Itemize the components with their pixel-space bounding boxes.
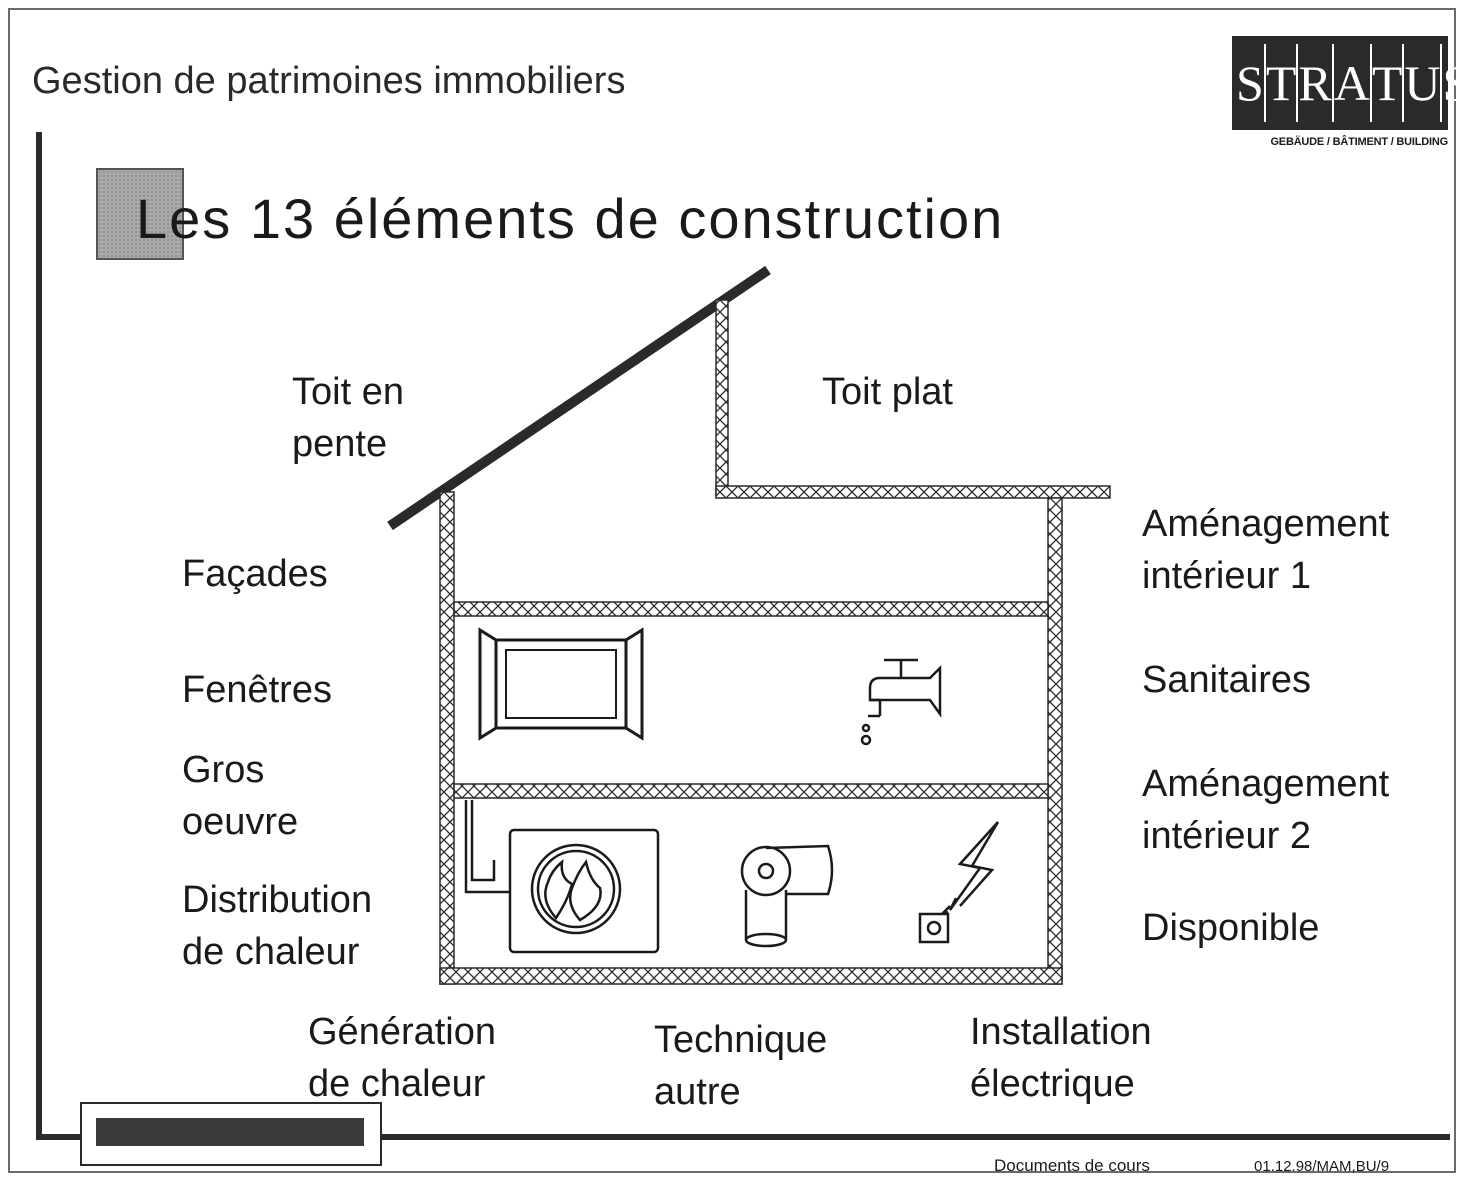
logo-letter: S xyxy=(1440,44,1466,122)
label-facades: Façades xyxy=(182,553,328,595)
footer-reference: 01.12.98/MAM,BU/9 xyxy=(1254,1158,1390,1175)
label-gros-oeuvre: Gros oeuvre xyxy=(182,749,299,843)
label-amenagement-interieur-2: Aménagement intérieur 2 xyxy=(1142,763,1390,857)
footer-documents-label: Documents de cours xyxy=(994,1156,1150,1175)
label-distribution-de-chaleur: Distribution de chaleur xyxy=(182,879,373,973)
page-frame xyxy=(8,8,1456,1173)
title-bullet-square xyxy=(96,168,184,260)
faucet-icon xyxy=(860,658,942,746)
stratus-logo: S T R A T U S GEBÄUDE / BÂTIMENT / BUILD… xyxy=(1232,36,1466,148)
logo-letter: A xyxy=(1331,44,1370,122)
window-icon xyxy=(478,627,644,741)
right-wall xyxy=(1047,497,1063,985)
upper-wall xyxy=(715,299,729,497)
logo-letter: R xyxy=(1296,44,1332,122)
floor-1 xyxy=(453,601,1049,617)
footer-box xyxy=(80,1102,382,1166)
label-toit-plat: Toit plat xyxy=(822,371,953,413)
footer-dark-bar xyxy=(96,1118,364,1146)
pipe-elbow-icon xyxy=(740,844,834,948)
floor-2 xyxy=(453,783,1049,799)
flame-boiler-icon xyxy=(464,800,660,954)
flat-roof xyxy=(715,485,1111,499)
label-fenetres: Fenêtres xyxy=(182,669,332,711)
label-sanitaires: Sanitaires xyxy=(1142,659,1311,701)
left-vertical-rule xyxy=(36,132,42,1140)
label-generation-de-chaleur: Génération de chaleur xyxy=(308,1011,497,1105)
logo-letter: T xyxy=(1263,44,1296,122)
header-title: Gestion de patrimoines immobiliers xyxy=(32,60,626,102)
logo-letter: T xyxy=(1369,44,1402,122)
label-technique-autre: Technique autre xyxy=(654,1019,828,1113)
label-installation-electrique: Installation électrique xyxy=(970,1011,1152,1105)
ground-slab xyxy=(439,967,1063,985)
lightning-socket-icon xyxy=(918,821,1000,944)
logo-letter: U xyxy=(1402,44,1440,122)
sloped-roof xyxy=(387,265,771,531)
slide-title: Les 13 éléments de construction xyxy=(136,187,1005,250)
logo-letter: S xyxy=(1236,55,1264,111)
label-toit-en-pente: Toit en pente xyxy=(292,371,404,465)
bottom-horizontal-rule xyxy=(36,1134,1450,1140)
label-amenagement-interieur-1: Aménagement intérieur 1 xyxy=(1142,503,1390,597)
logo-subtitle: GEBÄUDE / BÂTIMENT / BUILDING xyxy=(1270,136,1448,148)
left-wall xyxy=(439,491,455,985)
label-disponible: Disponible xyxy=(1142,907,1320,949)
logo-letters: S T R A T U S xyxy=(1232,36,1466,130)
